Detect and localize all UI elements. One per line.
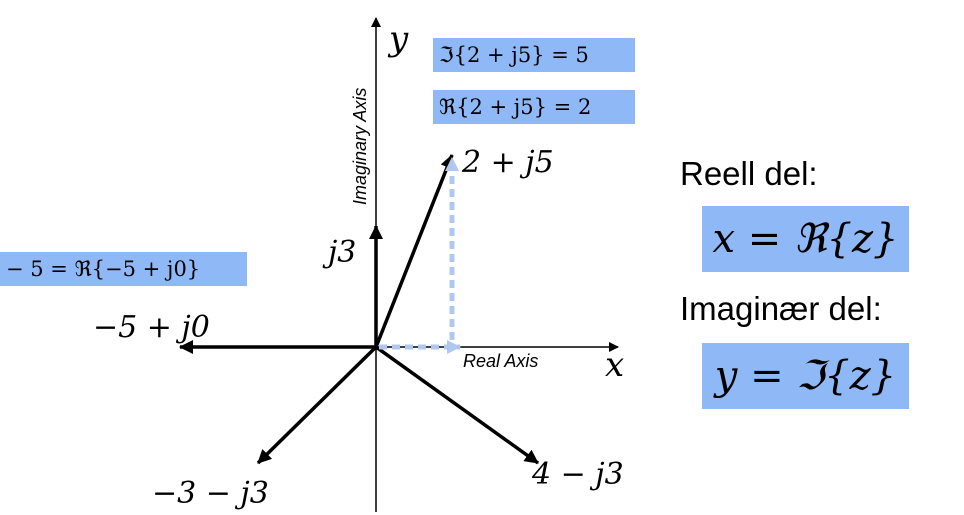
label-minus5-plus-j0: −5 + j0 — [93, 310, 210, 345]
real-part-equation-box: ℜ{2 + j5} = 2 — [433, 90, 635, 124]
real-part-formula-box: x = ℜ{z} — [702, 206, 909, 272]
imag-part-equation-box: ℑ{2 + j5} = 5 — [433, 38, 635, 72]
label-minus3-minus-j3: −3 − j3 — [152, 476, 269, 511]
neg5-equation-box: − 5 = ℜ{−5 + j0} — [0, 252, 247, 286]
real-part-heading: Reell del: — [680, 155, 818, 192]
label-4-minus-j3: 4 − j3 — [531, 457, 624, 492]
imaginary-axis-label: Imaginary Axis — [350, 88, 370, 205]
vector-2-plus-j5 — [374, 154, 454, 348]
imag-part-formula-box: y = ℑ{z} — [702, 343, 909, 409]
y-axis-symbol: y — [387, 19, 409, 59]
imag-part-heading: Imaginær del: — [680, 290, 882, 327]
x-axis-symbol: x — [605, 345, 624, 385]
label-2-plus-j5: 2 + j5 — [461, 145, 554, 180]
vector-minus3-minus-j3 — [256, 345, 378, 465]
label-j3: j3 — [322, 235, 356, 270]
real-axis-label: Real Axis — [463, 351, 538, 371]
vector-4-minus-j3 — [374, 345, 540, 465]
